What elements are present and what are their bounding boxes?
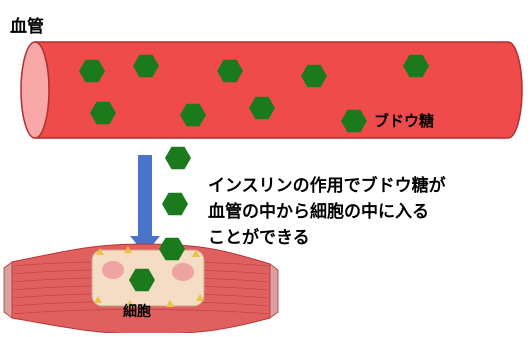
- muscle-tendon-right: [269, 263, 279, 319]
- cell-nucleus-left: [102, 261, 124, 279]
- glucose-molecules: [79, 54, 429, 292]
- cell-nucleus-right: [172, 263, 194, 281]
- glucose-icon: [129, 268, 155, 292]
- explanation-line-2: 血管の中から細胞の中に入る: [208, 202, 429, 222]
- glucose-icon: [159, 237, 185, 261]
- muscle-tendon-left: [3, 261, 13, 319]
- receptor-icon: [196, 294, 204, 301]
- glucose-icon: [90, 101, 116, 125]
- glucose-icon: [403, 54, 429, 78]
- explanation-line-1: インスリンの作用でブドウ糖が: [208, 176, 446, 196]
- glucose-icon: [133, 54, 159, 78]
- arrow-shaft: [138, 155, 152, 237]
- glucose-icon: [162, 192, 188, 216]
- receptor-icon: [124, 246, 132, 253]
- receptor-icon: [166, 300, 174, 307]
- glucose-icon: [301, 64, 327, 88]
- cell-label: 細胞: [123, 304, 151, 320]
- transport-arrow: [130, 155, 160, 254]
- muscle-striation: [13, 309, 269, 315]
- explanation-text: インスリンの作用でブドウ糖が 血管の中から細胞の中に入る ことができる: [208, 173, 446, 251]
- glucose-icon: [165, 146, 191, 170]
- explanation-line-3: ことができる: [208, 228, 310, 248]
- receptor-icon: [126, 300, 134, 307]
- glucose-icon: [217, 59, 243, 83]
- vessel-opening: [20, 41, 50, 139]
- vessel-label: 血管: [10, 17, 44, 37]
- glucose-label: ブドウ糖: [374, 112, 435, 130]
- glucose-icon: [249, 96, 275, 120]
- glucose-icon: [180, 103, 206, 127]
- receptor-icon: [192, 250, 200, 257]
- glucose-icon: [79, 59, 105, 83]
- receptor-icon: [96, 248, 104, 255]
- glucose-icon: [341, 109, 367, 133]
- receptor-icon: [94, 296, 102, 303]
